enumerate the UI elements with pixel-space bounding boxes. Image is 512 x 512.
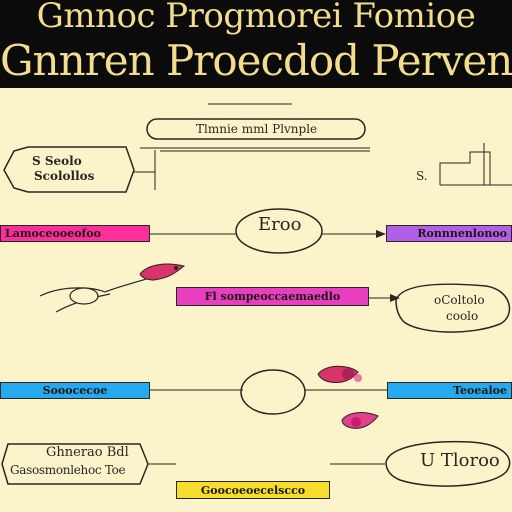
- pink-creature-icon: [317, 365, 362, 383]
- pink-creature-icon: [341, 412, 379, 429]
- mid-circle-label: Eroo: [258, 214, 302, 235]
- bar-blue-left: Sooocecoe: [0, 382, 150, 399]
- bottom-right-oval-label: U Tloroo: [420, 450, 500, 471]
- swoosh-head: [69, 287, 99, 305]
- right-oval-line-2: coolo: [446, 309, 479, 323]
- left-box-line-1: S Seolo: [32, 154, 82, 168]
- page-title-line-1: Gmnoc Progmorei Fomioe: [36, 0, 476, 36]
- mid-circle-bottom: [240, 369, 306, 415]
- left-box-line-2: Scolollos: [34, 169, 95, 183]
- bottom-left-box-line-1: Ghnerao Bdl: [46, 445, 129, 460]
- bottom-left-box: [1, 443, 149, 485]
- header-banner: Gmnoc Progmorei Fomioe Gnnren Proecdod P…: [0, 0, 512, 88]
- arrow-head-row2: [376, 230, 386, 238]
- bar-magenta-mid: Fl sompeoccaemaedlo: [176, 287, 369, 306]
- top-right-label: S.: [416, 169, 428, 183]
- bottom-left-box-line-2: Gasosmonlehoc Toe: [10, 463, 126, 477]
- top-label: Tlmnie mml Plvnple: [196, 122, 318, 136]
- bar-pink-left: Lamoceooeofoo: [0, 225, 150, 242]
- arrow-head-row3: [390, 294, 400, 302]
- bar-blue-right: Teoealoe: [387, 382, 512, 399]
- top-right-graph: [439, 151, 491, 185]
- page-title-line-2: Gnnren Proecdod Pervengí: [0, 36, 512, 85]
- bar-yellow-bottom: Goocoeoecelscco: [176, 481, 330, 499]
- top-label-box: [146, 118, 366, 140]
- right-oval: [395, 283, 511, 333]
- diagram-canvas: [1, 103, 512, 487]
- bar-purple-right: Ronnnenlonoo: [386, 225, 512, 242]
- bottom-right-oval: [385, 440, 511, 487]
- right-oval-line-1: oColtolo: [434, 293, 485, 307]
- left-hex-box: [3, 146, 135, 193]
- pink-creature-icon: [139, 263, 186, 281]
- mid-circle-top: [235, 208, 323, 254]
